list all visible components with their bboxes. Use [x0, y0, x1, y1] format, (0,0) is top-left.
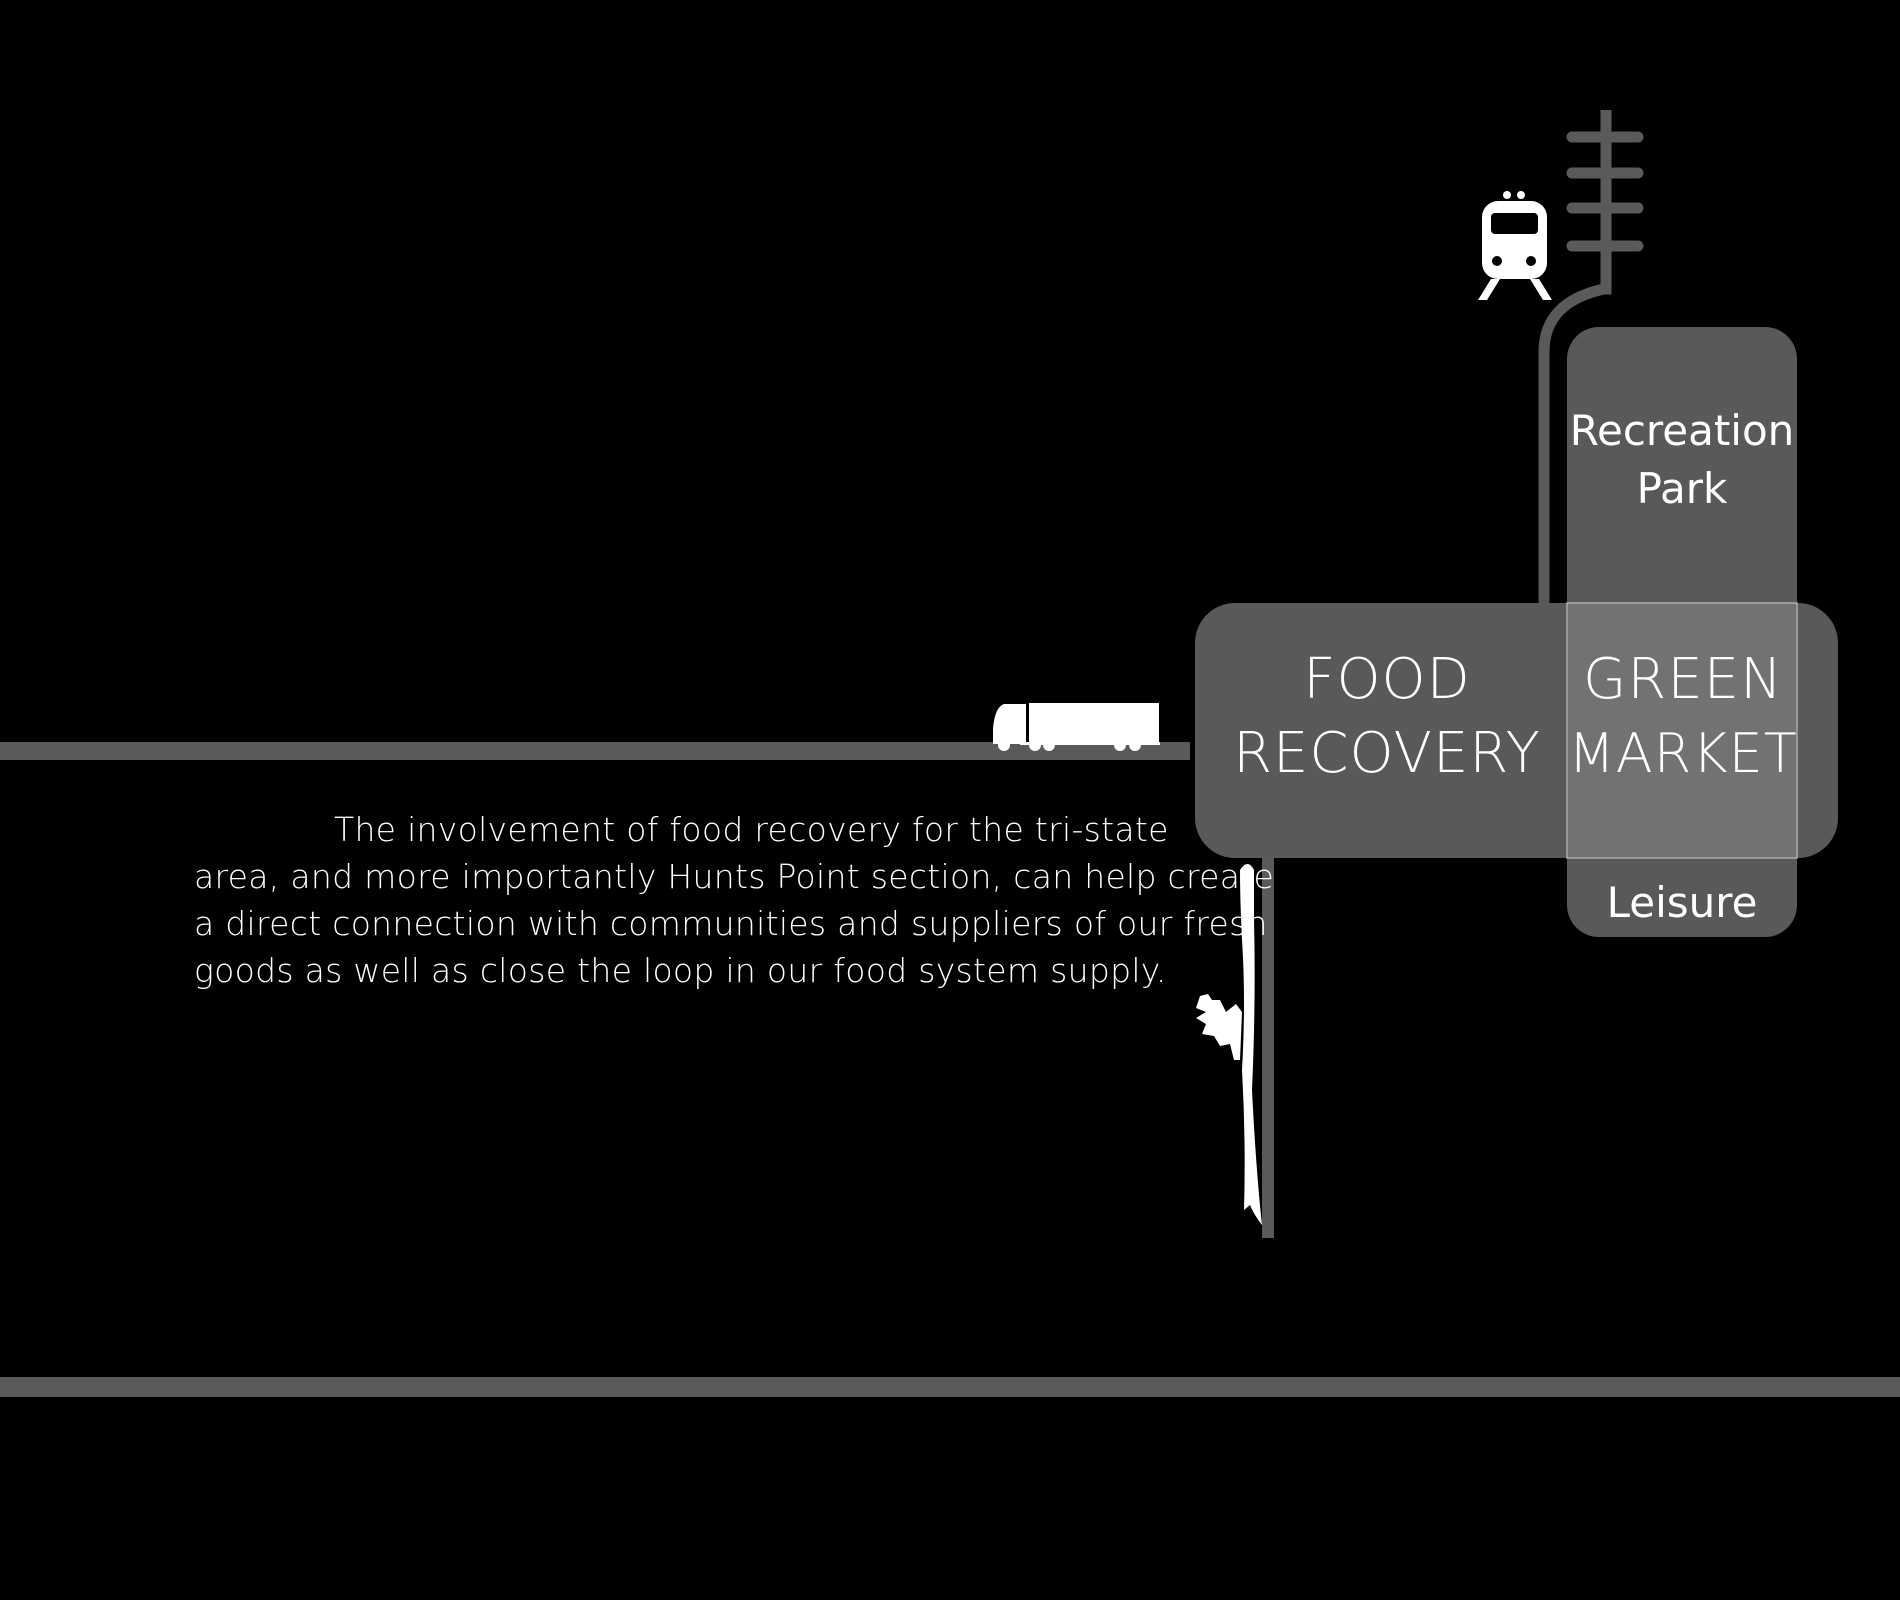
description-line: goods as well as close the loop in our f…	[194, 951, 1167, 990]
bottom-band	[0, 1377, 1900, 1397]
description-paragraph: The involvement of food recovery for the…	[194, 806, 1275, 994]
railway-track-icon	[1566, 131, 1644, 252]
description-line: area, and more importantly Hunts Point s…	[194, 857, 1275, 896]
road-line	[0, 742, 1190, 760]
railway-line	[1538, 110, 1612, 603]
recreation-park-label-line2: Park	[1637, 464, 1728, 513]
leisure-label: Leisure	[1607, 878, 1758, 927]
vertical-stem	[1262, 855, 1274, 1238]
recreation-park-label-line1: Recreation	[1570, 406, 1795, 455]
green-market-box	[1566, 602, 1798, 859]
food-recovery-title-line1: FOOD	[1303, 647, 1471, 712]
green-market-title-line1: GREEN	[1583, 647, 1783, 712]
food-recovery-title-line2: RECOVERY	[1233, 721, 1541, 786]
green-market-title-line2: MARKET	[1568, 722, 1798, 785]
truck-icon	[993, 703, 1160, 751]
description-line: a direct connection with communities and…	[194, 904, 1268, 943]
description-line: The involvement of food recovery for the…	[334, 810, 1169, 849]
tree-icon	[1196, 864, 1262, 1225]
train-icon	[1478, 191, 1552, 300]
